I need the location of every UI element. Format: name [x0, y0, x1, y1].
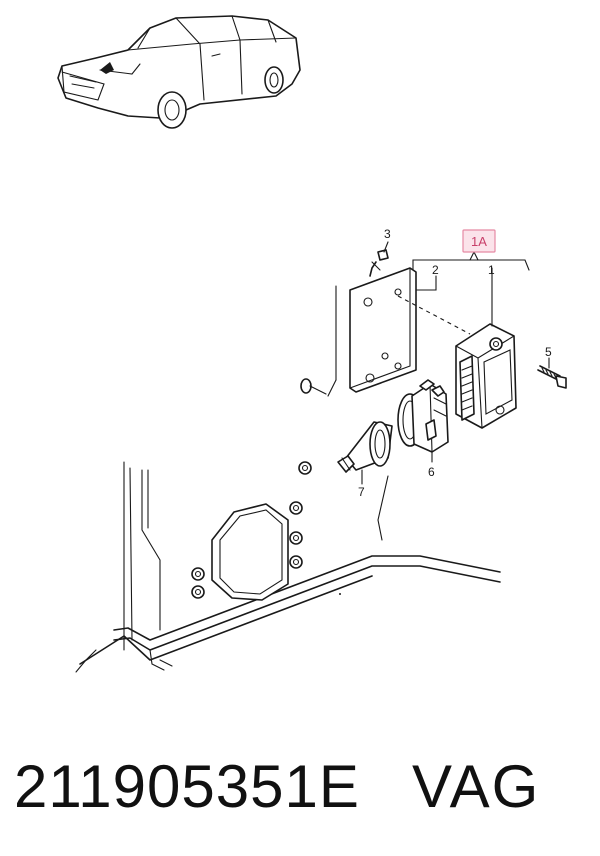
callout-7: 7	[358, 485, 365, 499]
bolt-5	[537, 365, 567, 389]
callout-6: 6	[428, 465, 435, 479]
ignition-control-unit	[455, 323, 517, 429]
body-panel	[75, 461, 501, 673]
screw-3	[369, 249, 389, 277]
callout-1a: 1A	[471, 234, 487, 249]
car-thumbnail	[57, 15, 301, 129]
callout-labels: 3 2 1 5 6 7 1A	[358, 227, 552, 499]
leader-lines	[361, 241, 550, 485]
callout-3: 3	[384, 227, 391, 241]
rubber-boot-7	[337, 421, 393, 473]
assembly-line	[397, 295, 471, 335]
callout-1a-highlight	[462, 229, 496, 253]
location-marker-icon	[100, 62, 114, 74]
callout-2: 2	[432, 263, 439, 277]
mounting-plate	[327, 267, 417, 397]
callout-5: 5	[545, 345, 552, 359]
callout-1: 1	[488, 263, 495, 277]
brand-name: VAG	[412, 753, 541, 820]
connector-6	[397, 379, 449, 453]
washer-left	[300, 378, 327, 395]
part-caption: 211905351E VAG	[0, 752, 600, 832]
group-bracket	[412, 250, 530, 271]
part-number: 211905351E	[14, 753, 360, 820]
